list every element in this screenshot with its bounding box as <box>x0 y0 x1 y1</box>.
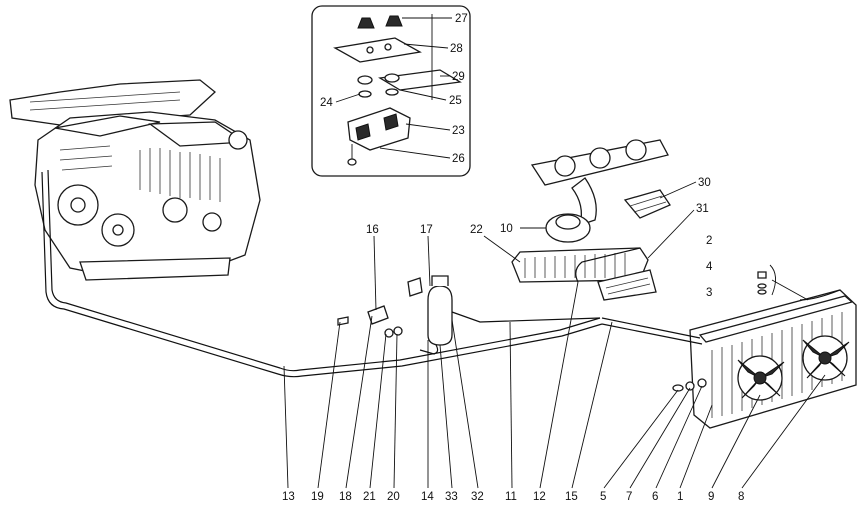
callout-31: 31 <box>696 203 709 215</box>
callout-7: 7 <box>626 491 632 503</box>
callout-11: 11 <box>505 491 517 503</box>
callout-22: 22 <box>470 224 483 236</box>
callout-6: 6 <box>652 491 658 503</box>
radiator <box>672 264 857 429</box>
callout-33: 33 <box>445 491 458 503</box>
callout-28: 28 <box>450 43 463 55</box>
callout-2: 2 <box>706 235 712 247</box>
callout-23: 23 <box>452 125 465 137</box>
callout-20: 20 <box>387 491 400 503</box>
expansion-tank-assembly <box>337 275 453 346</box>
callout-4: 4 <box>706 261 713 273</box>
detail-inset <box>311 5 471 177</box>
heater-unit <box>511 139 671 301</box>
callout-18: 18 <box>339 491 352 503</box>
callout-8: 8 <box>738 491 744 503</box>
engine-illustration <box>9 79 261 281</box>
callout-labels: 27 28 29 24 25 23 26 30 31 10 16 17 22 2… <box>282 13 744 503</box>
callout-15: 15 <box>565 491 578 503</box>
callout-10: 10 <box>500 223 513 235</box>
callout-32: 32 <box>471 491 484 503</box>
callout-26: 26 <box>452 153 465 165</box>
callout-13: 13 <box>282 491 295 503</box>
callout-9: 9 <box>708 491 714 503</box>
callout-19: 19 <box>311 491 324 503</box>
callout-21: 21 <box>363 491 376 503</box>
callout-25: 25 <box>449 95 462 107</box>
callout-24: 24 <box>320 97 333 109</box>
callout-29: 29 <box>452 71 465 83</box>
callout-14: 14 <box>421 491 434 503</box>
callout-5: 5 <box>600 491 606 503</box>
leader-lines <box>283 181 826 489</box>
callout-17: 17 <box>420 224 433 236</box>
callout-30: 30 <box>698 177 711 189</box>
callout-16: 16 <box>366 224 379 236</box>
callout-3: 3 <box>706 287 712 299</box>
callout-27: 27 <box>455 13 468 25</box>
coolant-piping <box>41 169 841 378</box>
callout-12: 12 <box>533 491 546 503</box>
callout-1: 1 <box>677 491 683 503</box>
